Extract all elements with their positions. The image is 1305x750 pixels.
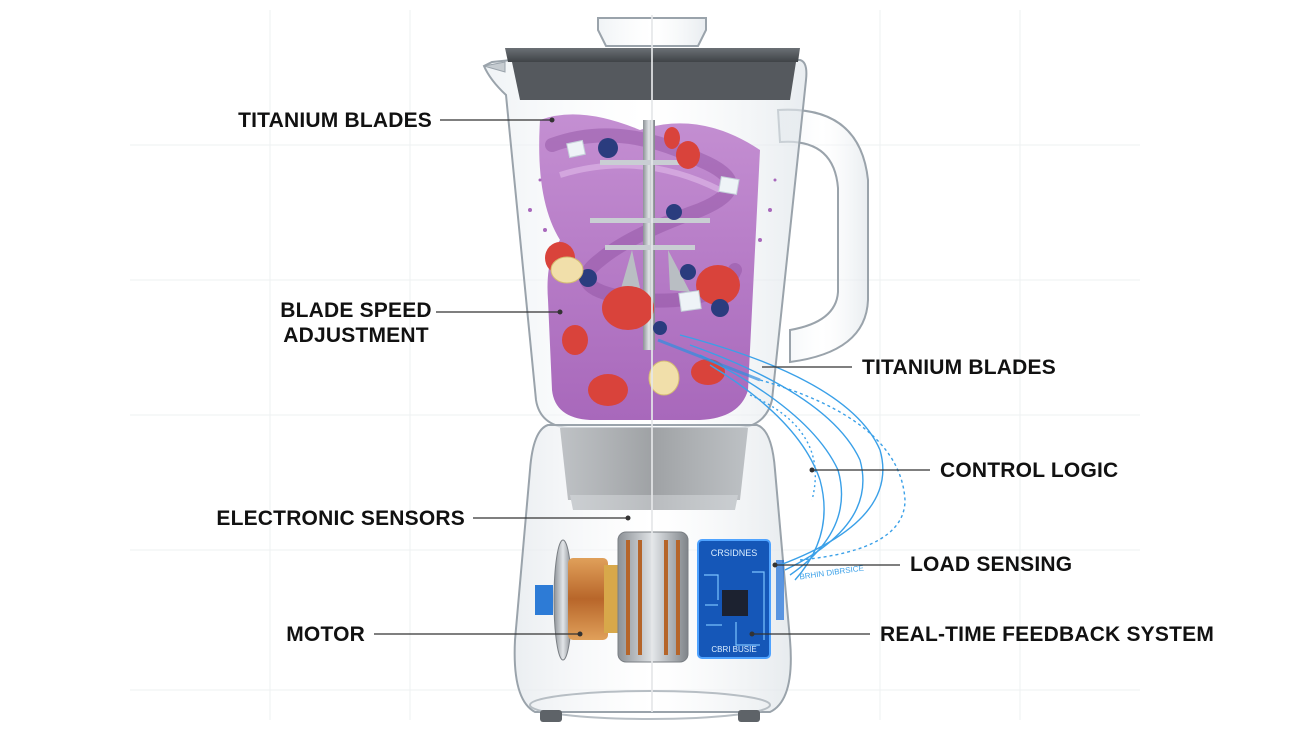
motor-icon bbox=[535, 531, 689, 663]
smoothie-droplets bbox=[528, 178, 777, 242]
circuit-board-icon bbox=[697, 539, 784, 659]
label-load-sensing: LOAD SENSING bbox=[910, 553, 1073, 576]
jug-handle bbox=[776, 108, 869, 364]
ice-cube-icon bbox=[566, 139, 740, 312]
label-blade-speed-line1: BLADE SPEED bbox=[280, 299, 432, 322]
label-control-logic: CONTROL LOGIC bbox=[940, 459, 1119, 482]
blueberry-icon bbox=[579, 138, 729, 335]
leader-lines bbox=[374, 119, 930, 635]
label-titanium-blades-right: TITANIUM BLADES bbox=[862, 356, 1056, 379]
board-label-side: BRHIN DIBRSICE bbox=[799, 564, 865, 582]
label-feedback-system: REAL-TIME FEEDBACK SYSTEM bbox=[880, 623, 1215, 646]
label-titanium-blades-left: TITANIUM BLADES bbox=[238, 109, 432, 132]
board-label-bottom: CBRI BUSIE bbox=[711, 645, 756, 654]
strawberry-icon bbox=[545, 127, 740, 406]
board-label-top: CRSIDNES bbox=[711, 548, 758, 558]
label-blade-speed-line2: ADJUSTMENT bbox=[283, 324, 429, 347]
label-motor: MOTOR bbox=[286, 623, 365, 646]
label-electronic-sensors: ELECTRONIC SENSORS bbox=[216, 507, 465, 530]
banana-slice-icon bbox=[550, 256, 680, 396]
